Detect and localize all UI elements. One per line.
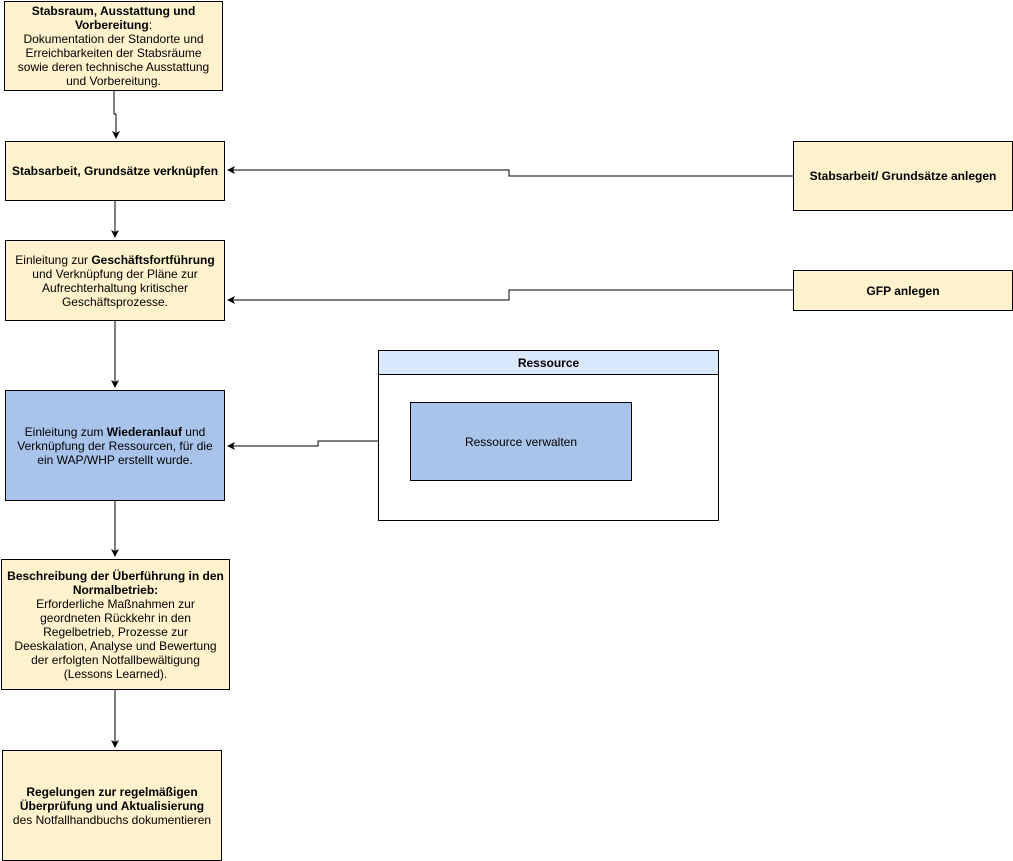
- node-stabsarbeit-anlegen[interactable]: Stabsarbeit/ Grundsätze anlegen: [793, 141, 1013, 211]
- node-stabsraum-content: Stabsraum, Ausstattung und Vorbereitung:…: [9, 4, 218, 88]
- node-stabsraum[interactable]: Stabsraum, Ausstattung und Vorbereitung:…: [4, 1, 223, 91]
- node-ressource-verwalten-text: Ressource verwalten: [464, 434, 578, 449]
- node-wiederanlauf-bold: Wiederanlauf: [106, 424, 182, 439]
- node-geschaeftsfortfuehrung-pre: Einleitung zur: [15, 252, 92, 267]
- node-normalbetrieb-title: Beschreibung der Überführung in den Norm…: [7, 568, 224, 597]
- node-regelungen-title: Regelungen zur regelmäßigen Überprüfung …: [19, 784, 205, 813]
- edge-anlegen-to-verknuepfen: [227, 166, 793, 177]
- node-ressource-verwalten[interactable]: Ressource verwalten: [410, 402, 632, 481]
- node-gfp-anlegen-title: GFP anlegen: [866, 283, 940, 298]
- node-wiederanlauf-pre: Einleitung zum: [24, 424, 107, 439]
- node-geschaeftsfortfuehrung-bold: Geschäftsfortführung: [91, 252, 215, 267]
- node-geschaeftsfortfuehrung-post: und Verknüpfung der Pläne zur Aufrechter…: [32, 266, 198, 309]
- node-stabsraum-text: Dokumentation der Standorte und Erreichb…: [17, 32, 210, 88]
- node-stabsarbeit-verknuepfen[interactable]: Stabsarbeit, Grundsätze verknüpfen: [5, 141, 225, 201]
- node-stabsarbeit-verknuepfen-title: Stabsarbeit, Grundsätze verknüpfen: [11, 164, 219, 178]
- node-stabsraum-title: Stabsraum, Ausstattung und Vorbereitung: [31, 4, 196, 32]
- node-normalbetrieb-content: Beschreibung der Überführung in den Norm…: [6, 569, 225, 681]
- node-normalbetrieb[interactable]: Beschreibung der Überführung in den Norm…: [1, 559, 230, 690]
- node-normalbetrieb-text: Erforderliche Maßnahmen zur geordneten R…: [14, 596, 217, 681]
- node-regelungen-content: Regelungen zur regelmäßigen Überprüfung …: [7, 785, 217, 827]
- node-geschaeftsfortfuehrung[interactable]: Einleitung zur Geschäftsfortführung und …: [5, 240, 225, 321]
- node-geschaeftsfortfuehrung-content: Einleitung zur Geschäftsfortführung und …: [10, 253, 220, 309]
- node-stabsarbeit-anlegen-title: Stabsarbeit/ Grundsätze anlegen: [809, 169, 997, 183]
- container-ressource-title: Ressource: [517, 355, 580, 370]
- node-regelungen[interactable]: Regelungen zur regelmäßigen Überprüfung …: [2, 750, 222, 861]
- node-gfp-anlegen[interactable]: GFP anlegen: [793, 270, 1013, 311]
- node-regelungen-text: des Notfallhandbuchs dokumentieren: [12, 812, 212, 827]
- node-wiederanlauf-post: und Verknüpfung der Ressourcen, für die …: [17, 424, 213, 467]
- node-wiederanlauf[interactable]: Einleitung zum Wiederanlauf und Verknüpf…: [5, 390, 225, 501]
- node-stabsraum-sep: :: [148, 18, 153, 32]
- edge-stabsraum-to-verknuepfen: [112, 91, 120, 139]
- container-ressource-header: Ressource: [379, 351, 718, 375]
- edge-gfp-anlegen-to-gfp: [227, 289, 793, 304]
- node-wiederanlauf-content: Einleitung zum Wiederanlauf und Verknüpf…: [10, 425, 220, 467]
